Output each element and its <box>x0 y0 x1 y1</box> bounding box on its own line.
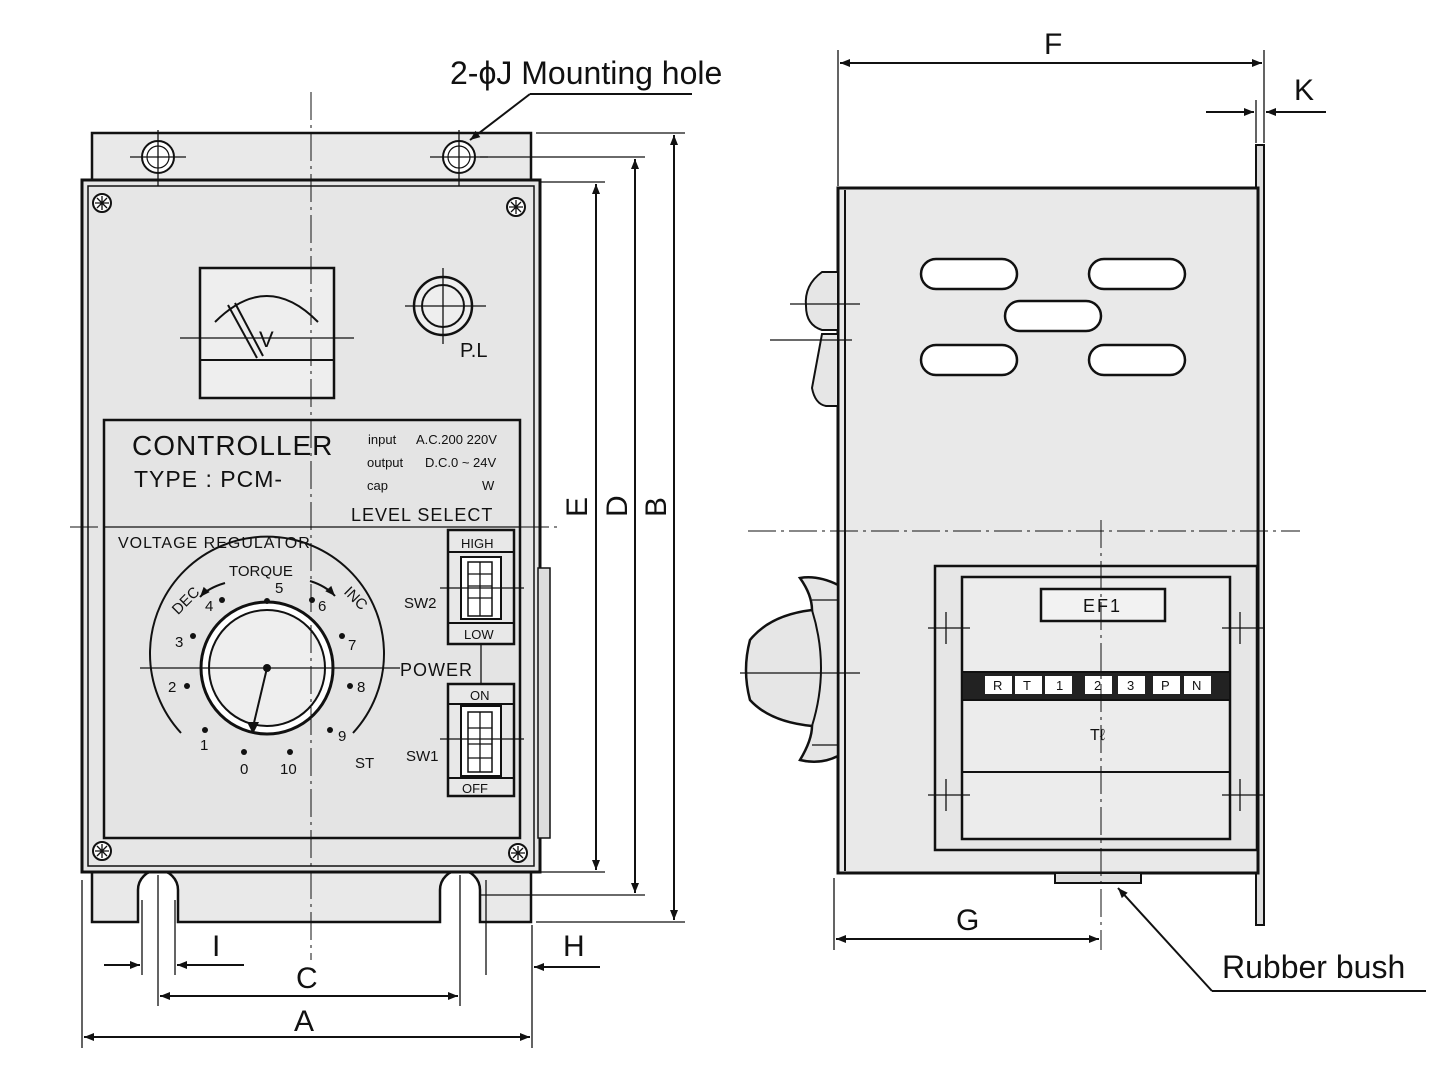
dial-mark: 3 <box>175 634 183 651</box>
terminal-label: R <box>993 678 1002 693</box>
screw-icon <box>506 197 526 217</box>
on-label: ON <box>470 688 490 703</box>
level-select-label: LEVEL SELECT <box>351 505 493 525</box>
dim-D-label: D <box>601 495 634 517</box>
panel-type: TYPE : PCM- <box>134 466 283 492</box>
low-label: LOW <box>464 627 494 642</box>
terminal-strip: R T 1 2 3 P N <box>985 676 1211 694</box>
spec-input-label: input <box>368 432 397 447</box>
high-label: HIGH <box>461 536 494 551</box>
power-label: POWER <box>400 660 473 680</box>
dim-A-label: A <box>294 1005 314 1038</box>
spec-output-label: output <box>367 455 404 470</box>
side-dimensions: F K G Rubber bush <box>833 28 1426 992</box>
dim-H-label: H <box>563 930 585 963</box>
dim-I-label: I <box>212 930 220 963</box>
dial-mark: 1 <box>200 737 208 754</box>
terminal-label: 1 <box>1056 678 1063 693</box>
dial-mark: 7 <box>348 637 356 654</box>
pilot-lamp-label: P.L <box>460 340 487 362</box>
terminal-label: 3 <box>1127 678 1134 693</box>
mounting-hole-icon <box>130 130 186 186</box>
voltmeter-icon <box>180 266 354 400</box>
dial-mark: 6 <box>318 598 326 615</box>
spec-cap-value: W <box>482 478 495 493</box>
terminal-label: 2 <box>1094 678 1101 693</box>
off-label: OFF <box>462 781 488 796</box>
pilot-lamp-icon <box>405 268 486 344</box>
side-view: EF1 R T 1 2 3 P N Tℓ <box>740 144 1300 950</box>
sw1-label: SW1 <box>406 748 439 765</box>
dial-mark: 0 <box>240 761 248 778</box>
pilot-lamp-side-icon <box>770 271 860 407</box>
dial-mark: 8 <box>357 679 365 696</box>
screw-icon <box>92 841 112 861</box>
st-label: ST <box>355 755 374 772</box>
front-dimensions: A C I H E D B 2-ϕJ Mounting hole <box>81 55 722 1048</box>
dim-G-label: G <box>956 904 979 937</box>
meter-label: V <box>259 327 274 352</box>
nameplate-label: EF1 <box>1083 596 1122 616</box>
level-select-switch <box>440 528 524 646</box>
rubber-bush-callout: Rubber bush <box>1222 949 1405 985</box>
dial-mark: 10 <box>280 761 297 778</box>
mounting-hole-callout: 2-ϕJ Mounting hole <box>450 55 722 91</box>
dim-B-label: B <box>640 497 673 517</box>
mounting-hole-icon <box>430 130 488 186</box>
sw2-label: SW2 <box>404 595 437 612</box>
dial-mark: 9 <box>338 728 346 745</box>
knob-side-icon <box>740 576 860 764</box>
terminal-label: P <box>1161 678 1170 693</box>
terminal-label: N <box>1192 678 1201 693</box>
screw-icon <box>92 193 112 213</box>
front-view: CONTROLLER TYPE : PCM- input A.C.200 220… <box>70 92 560 975</box>
dial-mark: 4 <box>205 598 213 615</box>
torque-dial <box>140 535 400 755</box>
rubber-bush-icon <box>1054 872 1142 884</box>
dial-mark: 5 <box>275 580 283 597</box>
power-switch <box>440 644 524 798</box>
torque-label: TORQUE <box>229 563 293 580</box>
dim-F-label: F <box>1044 28 1062 61</box>
terminal-label: T <box>1023 678 1031 693</box>
dim-K-label: K <box>1294 74 1314 107</box>
panel-title: CONTROLLER <box>132 430 333 461</box>
dim-E-label: E <box>561 497 594 517</box>
dial-mark: 2 <box>168 679 176 696</box>
terminal-cover-label: Tℓ <box>1090 727 1105 744</box>
spec-cap-label: cap <box>367 478 388 493</box>
screw-icon <box>508 843 528 863</box>
spec-input-value: A.C.200 220V <box>416 432 497 447</box>
voltage-regulator-label: VOLTAGE REGULATOR <box>118 535 311 552</box>
spec-output-value: D.C.0 ~ 24V <box>425 455 497 470</box>
dim-C-label: C <box>296 962 318 995</box>
